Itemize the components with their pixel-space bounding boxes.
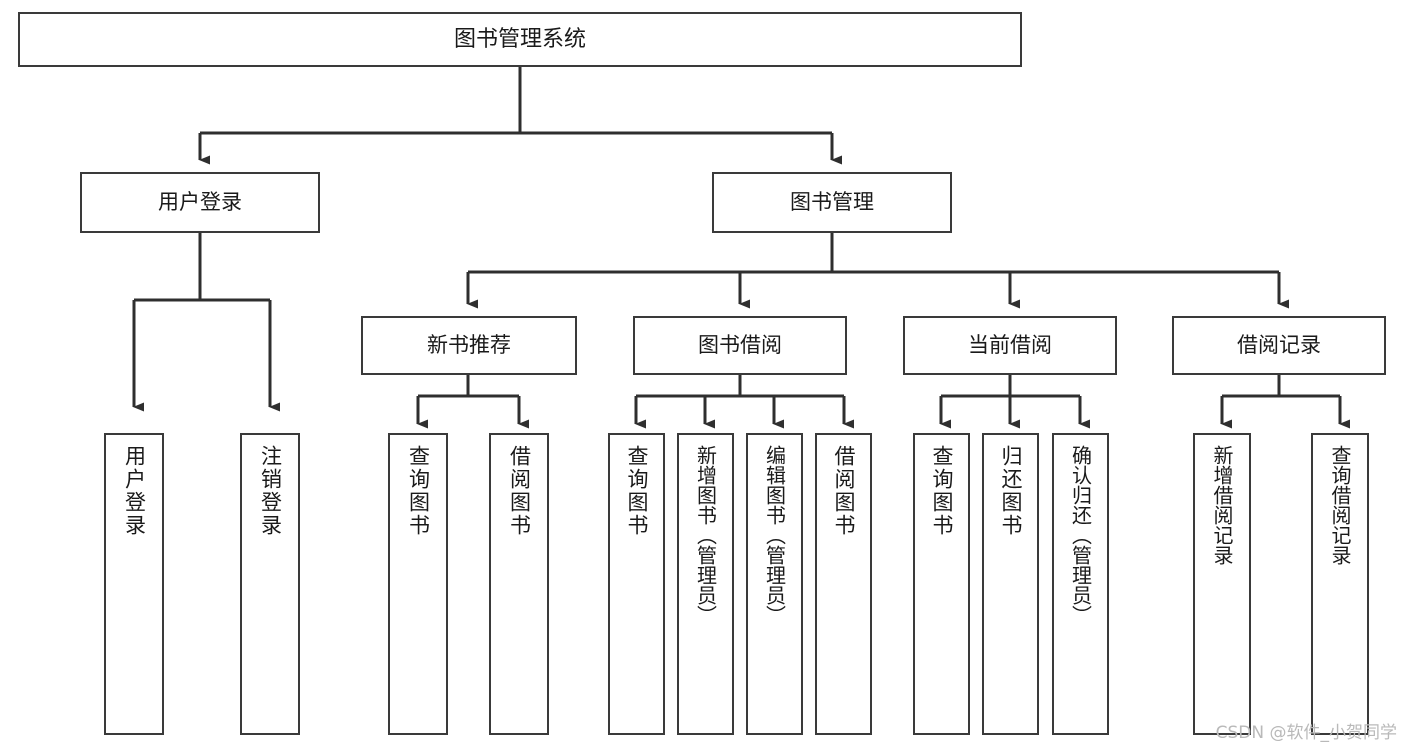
node-label: 图书借阅 — [698, 333, 782, 358]
node-label: 确认归还（管理员） — [1068, 445, 1093, 625]
leaf-borrow-borrow-books[interactable]: 借阅图书 — [815, 433, 872, 735]
node-borrowing-record[interactable]: 借阅记录 — [1172, 316, 1386, 375]
leaf-current-confirm-return-admin[interactable]: 确认归还（管理员） — [1052, 433, 1109, 735]
leaf-current-return-books[interactable]: 归还图书 — [982, 433, 1039, 735]
leaf-newbook-query-books[interactable]: 查询图书 — [388, 433, 448, 735]
node-root-book-management-system[interactable]: 图书管理系统 — [18, 12, 1022, 67]
node-label: 编辑图书（管理员） — [762, 445, 787, 625]
leaf-record-query-borrow-record[interactable]: 查询借阅记录 — [1311, 433, 1369, 735]
leaf-borrow-add-book-admin[interactable]: 新增图书（管理员） — [677, 433, 734, 735]
leaf-user-login[interactable]: 用户登录 — [104, 433, 164, 735]
node-label: 借阅图书 — [832, 445, 856, 537]
node-current-borrowing[interactable]: 当前借阅 — [903, 316, 1117, 375]
node-label: 图书管理 — [790, 190, 874, 215]
node-label: 借阅图书 — [507, 445, 532, 537]
node-label: 新增图书（管理员） — [693, 445, 718, 625]
leaf-newbook-borrow-books[interactable]: 借阅图书 — [489, 433, 549, 735]
node-label: 新书推荐 — [427, 333, 511, 358]
node-new-book-recommendation[interactable]: 新书推荐 — [361, 316, 577, 375]
node-user-login[interactable]: 用户登录 — [80, 172, 320, 233]
node-label: 查询图书 — [625, 445, 649, 537]
leaf-current-query-books[interactable]: 查询图书 — [913, 433, 970, 735]
node-label: 当前借阅 — [968, 333, 1052, 358]
leaf-logout[interactable]: 注销登录 — [240, 433, 300, 735]
node-label: 用户登录 — [122, 445, 147, 537]
node-label: 用户登录 — [158, 190, 242, 215]
leaf-borrow-edit-book-admin[interactable]: 编辑图书（管理员） — [746, 433, 803, 735]
node-label: 借阅记录 — [1237, 333, 1321, 358]
node-book-borrowing[interactable]: 图书借阅 — [633, 316, 847, 375]
node-label: 查询借阅记录 — [1328, 445, 1352, 565]
leaf-borrow-query-books[interactable]: 查询图书 — [608, 433, 665, 735]
csdn-watermark: CSDN @软件_小贺同学 — [1215, 723, 1397, 743]
leaf-record-add-borrow-record[interactable]: 新增借阅记录 — [1193, 433, 1251, 735]
node-label: 归还图书 — [999, 445, 1023, 537]
node-book-management[interactable]: 图书管理 — [712, 172, 952, 233]
node-label: 查询图书 — [406, 445, 431, 537]
node-label: 新增借阅记录 — [1210, 445, 1234, 565]
node-label: 查询图书 — [930, 445, 954, 537]
node-label: 注销登录 — [258, 445, 283, 537]
node-label: 图书管理系统 — [453, 26, 586, 52]
